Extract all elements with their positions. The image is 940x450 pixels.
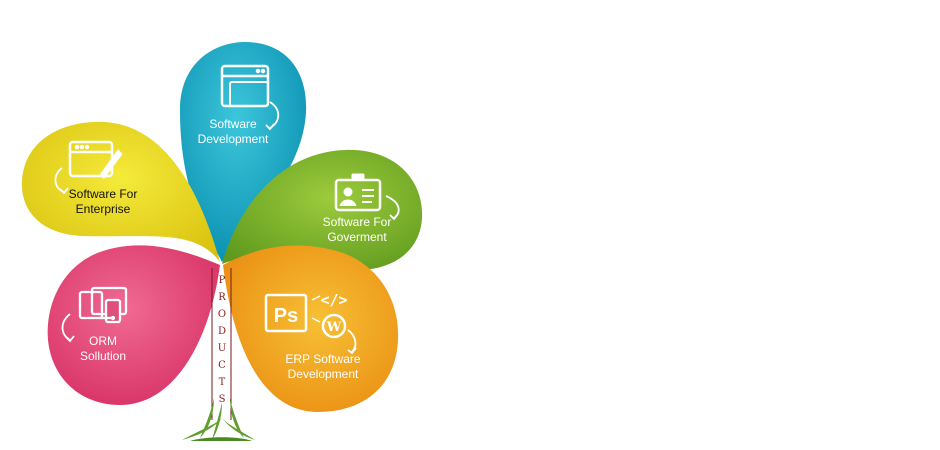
- stem-letter: D: [217, 326, 227, 337]
- label-orm-solution-line2: Sollution: [79, 349, 127, 363]
- petal-orm-solution[interactable]: [47, 245, 221, 405]
- grass-icon: [182, 398, 255, 441]
- label-orm-solution-line1: ORM: [89, 334, 117, 348]
- stem-letter: O: [217, 309, 227, 320]
- photoshop-code-wordpress-icon: Ps </> W: [264, 291, 357, 355]
- label-software-government-line1: Software For: [322, 215, 392, 229]
- edit-window-icon: [54, 140, 123, 195]
- svg-text:Ps: Ps: [274, 305, 298, 327]
- stem-letter: U: [217, 343, 227, 354]
- multi-device-icon: [61, 286, 128, 343]
- label-software-development-line2: Development: [197, 132, 269, 146]
- stem-letter: T: [218, 377, 226, 388]
- stem-letter: P: [218, 275, 226, 286]
- label-software-enterprise-line2: Enterprise: [75, 202, 131, 216]
- label-software-government-line2: Goverment: [327, 230, 387, 244]
- stem-letter: R: [218, 292, 226, 303]
- label-orm-solution[interactable]: ORM Sollution: [62, 334, 144, 364]
- svg-text:W: W: [326, 320, 342, 335]
- petal-software-enterprise[interactable]: [21, 121, 221, 262]
- stem-letter: C: [218, 360, 226, 371]
- stem-letter: S: [218, 394, 226, 405]
- petal-software-development[interactable]: [180, 42, 307, 262]
- label-erp-software-line2: Development: [287, 367, 359, 381]
- products-vertical-label: P R O D U C T S: [215, 272, 229, 408]
- label-software-enterprise[interactable]: Software For Enterprise: [58, 187, 148, 217]
- label-software-enterprise-line1: Software For: [68, 187, 138, 201]
- petal-erp-software[interactable]: [223, 245, 399, 412]
- label-software-development[interactable]: Software Development: [190, 117, 276, 147]
- id-card-icon: [334, 173, 400, 221]
- label-erp-software-line1: ERP Software: [285, 352, 361, 366]
- label-software-government[interactable]: Software For Goverment: [314, 215, 400, 245]
- browser-window-icon: [220, 64, 280, 131]
- svg-text:</>: </>: [320, 291, 347, 309]
- label-software-development-line1: Software: [209, 117, 257, 131]
- label-erp-software[interactable]: ERP Software Development: [278, 352, 368, 382]
